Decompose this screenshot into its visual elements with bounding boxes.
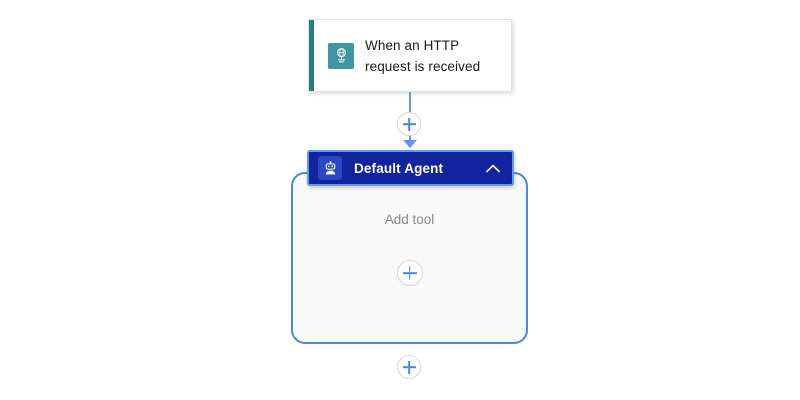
agent-node-container[interactable]: Add tool	[291, 172, 528, 344]
http-globe-icon	[328, 42, 354, 69]
trigger-accent-bar	[309, 20, 314, 91]
agent-node-title: Default Agent	[354, 160, 444, 176]
connector-line-upper	[409, 92, 411, 112]
add-action-button-bottom[interactable]	[397, 355, 421, 379]
plus-icon	[403, 361, 416, 374]
add-tool-button[interactable]	[396, 260, 423, 286]
trigger-node-http-request[interactable]: When an HTTP request is received	[308, 19, 512, 92]
add-action-button-between[interactable]	[397, 112, 421, 136]
plus-icon	[403, 266, 417, 280]
robot-icon	[318, 156, 342, 180]
agent-node-header[interactable]: Default Agent	[307, 150, 514, 186]
connector-line-lower	[409, 133, 411, 144]
add-tool-label: Add tool	[384, 212, 435, 227]
trigger-node-label: When an HTTP request is received	[365, 37, 481, 74]
arrow-down-icon	[403, 140, 417, 148]
plus-icon	[403, 118, 416, 131]
chevron-up-icon[interactable]	[486, 164, 500, 173]
